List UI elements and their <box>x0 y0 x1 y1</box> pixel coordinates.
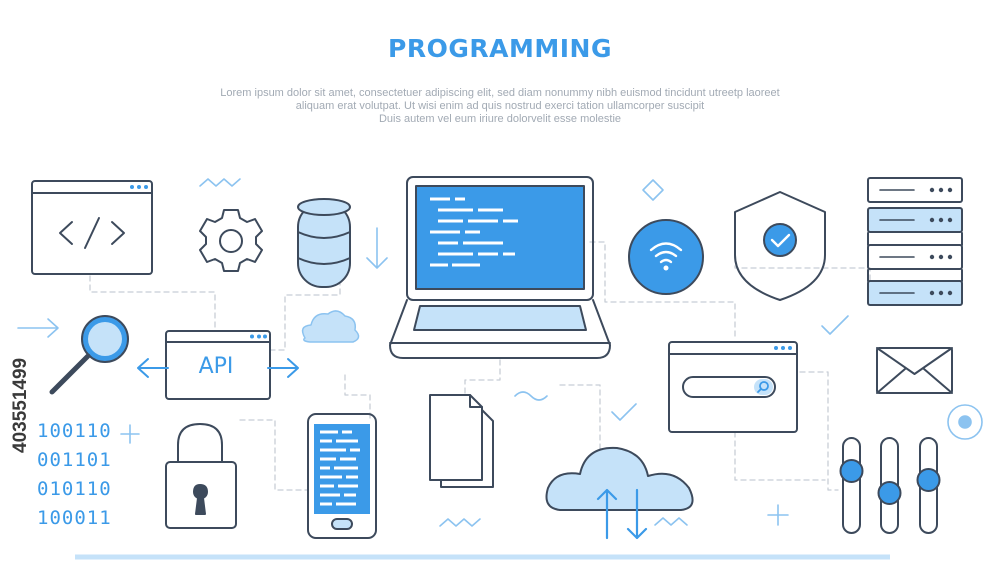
shield-check-icon <box>734 191 826 301</box>
description-line: aliquam erat volutpat. Ut wisi enim ad q… <box>295 100 705 112</box>
binary-line: 001101 <box>37 449 112 471</box>
smartphone-icon <box>307 413 377 539</box>
binary-line: 100110 <box>37 420 112 442</box>
stock-id-watermark: 403551499 <box>2 345 32 575</box>
laptop-icon <box>389 176 611 359</box>
documents-icon <box>429 394 494 488</box>
binary-code-block: 100110 001101 010110 100011 <box>37 417 112 533</box>
search-window-icon <box>668 341 798 433</box>
api-window-icon <box>137 330 299 400</box>
description-line: Duis autem vel eum iriure dolorvelit ess… <box>378 113 622 125</box>
description-line: Lorem ipsum dolor sit amet, consectetuer… <box>220 87 780 99</box>
sliders-icon <box>839 437 941 534</box>
code-window-icon <box>31 180 153 275</box>
decorations <box>17 178 983 527</box>
page-title: PROGRAMMING <box>388 34 612 63</box>
description-text: Lorem ipsum dolor sit amet, consectetuer… <box>150 87 850 126</box>
wifi-icon <box>628 219 704 295</box>
binary-line: 010110 <box>37 478 112 500</box>
cloud-transfer-icon <box>545 446 694 540</box>
stock-id-text: 403551499 <box>10 357 31 453</box>
binary-line: 100011 <box>37 507 112 529</box>
database-icon <box>297 198 351 288</box>
server-rack-icon <box>867 177 963 306</box>
envelope-icon <box>876 347 953 394</box>
cloud-icon <box>301 310 360 343</box>
magnifier-icon <box>49 315 129 395</box>
gear-icon <box>199 209 263 272</box>
padlock-icon <box>165 423 237 529</box>
api-label: API <box>198 354 234 379</box>
